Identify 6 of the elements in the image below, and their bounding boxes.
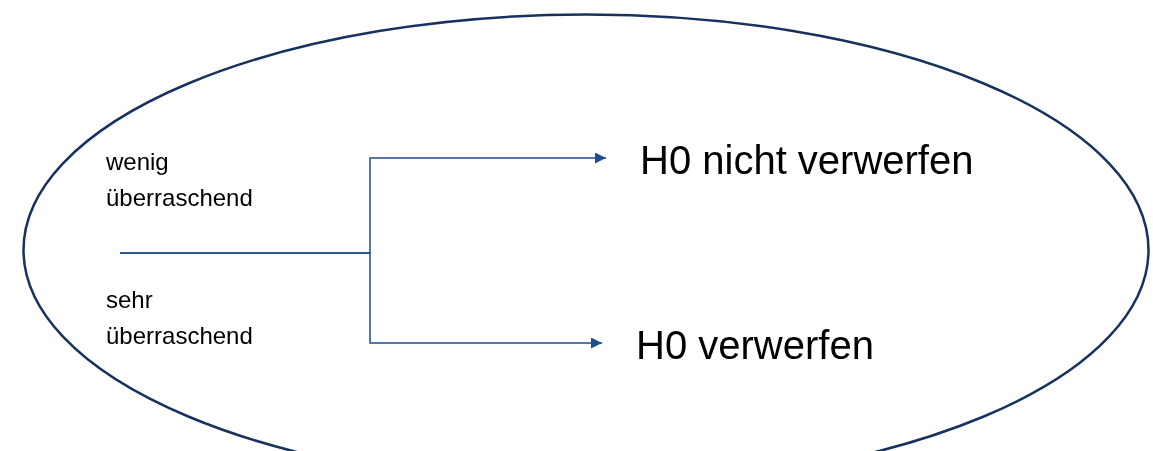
branch-label: wenig überraschend — [106, 147, 254, 213]
branch-label: sehr überraschend — [106, 285, 254, 351]
ellipse-outline — [22, 13, 1150, 451]
branch-arrow — [119, 252, 603, 349]
outcome-text: H0 verwerfen — [636, 322, 874, 368]
outcome-text: H0 nicht verwerfen — [640, 137, 974, 183]
